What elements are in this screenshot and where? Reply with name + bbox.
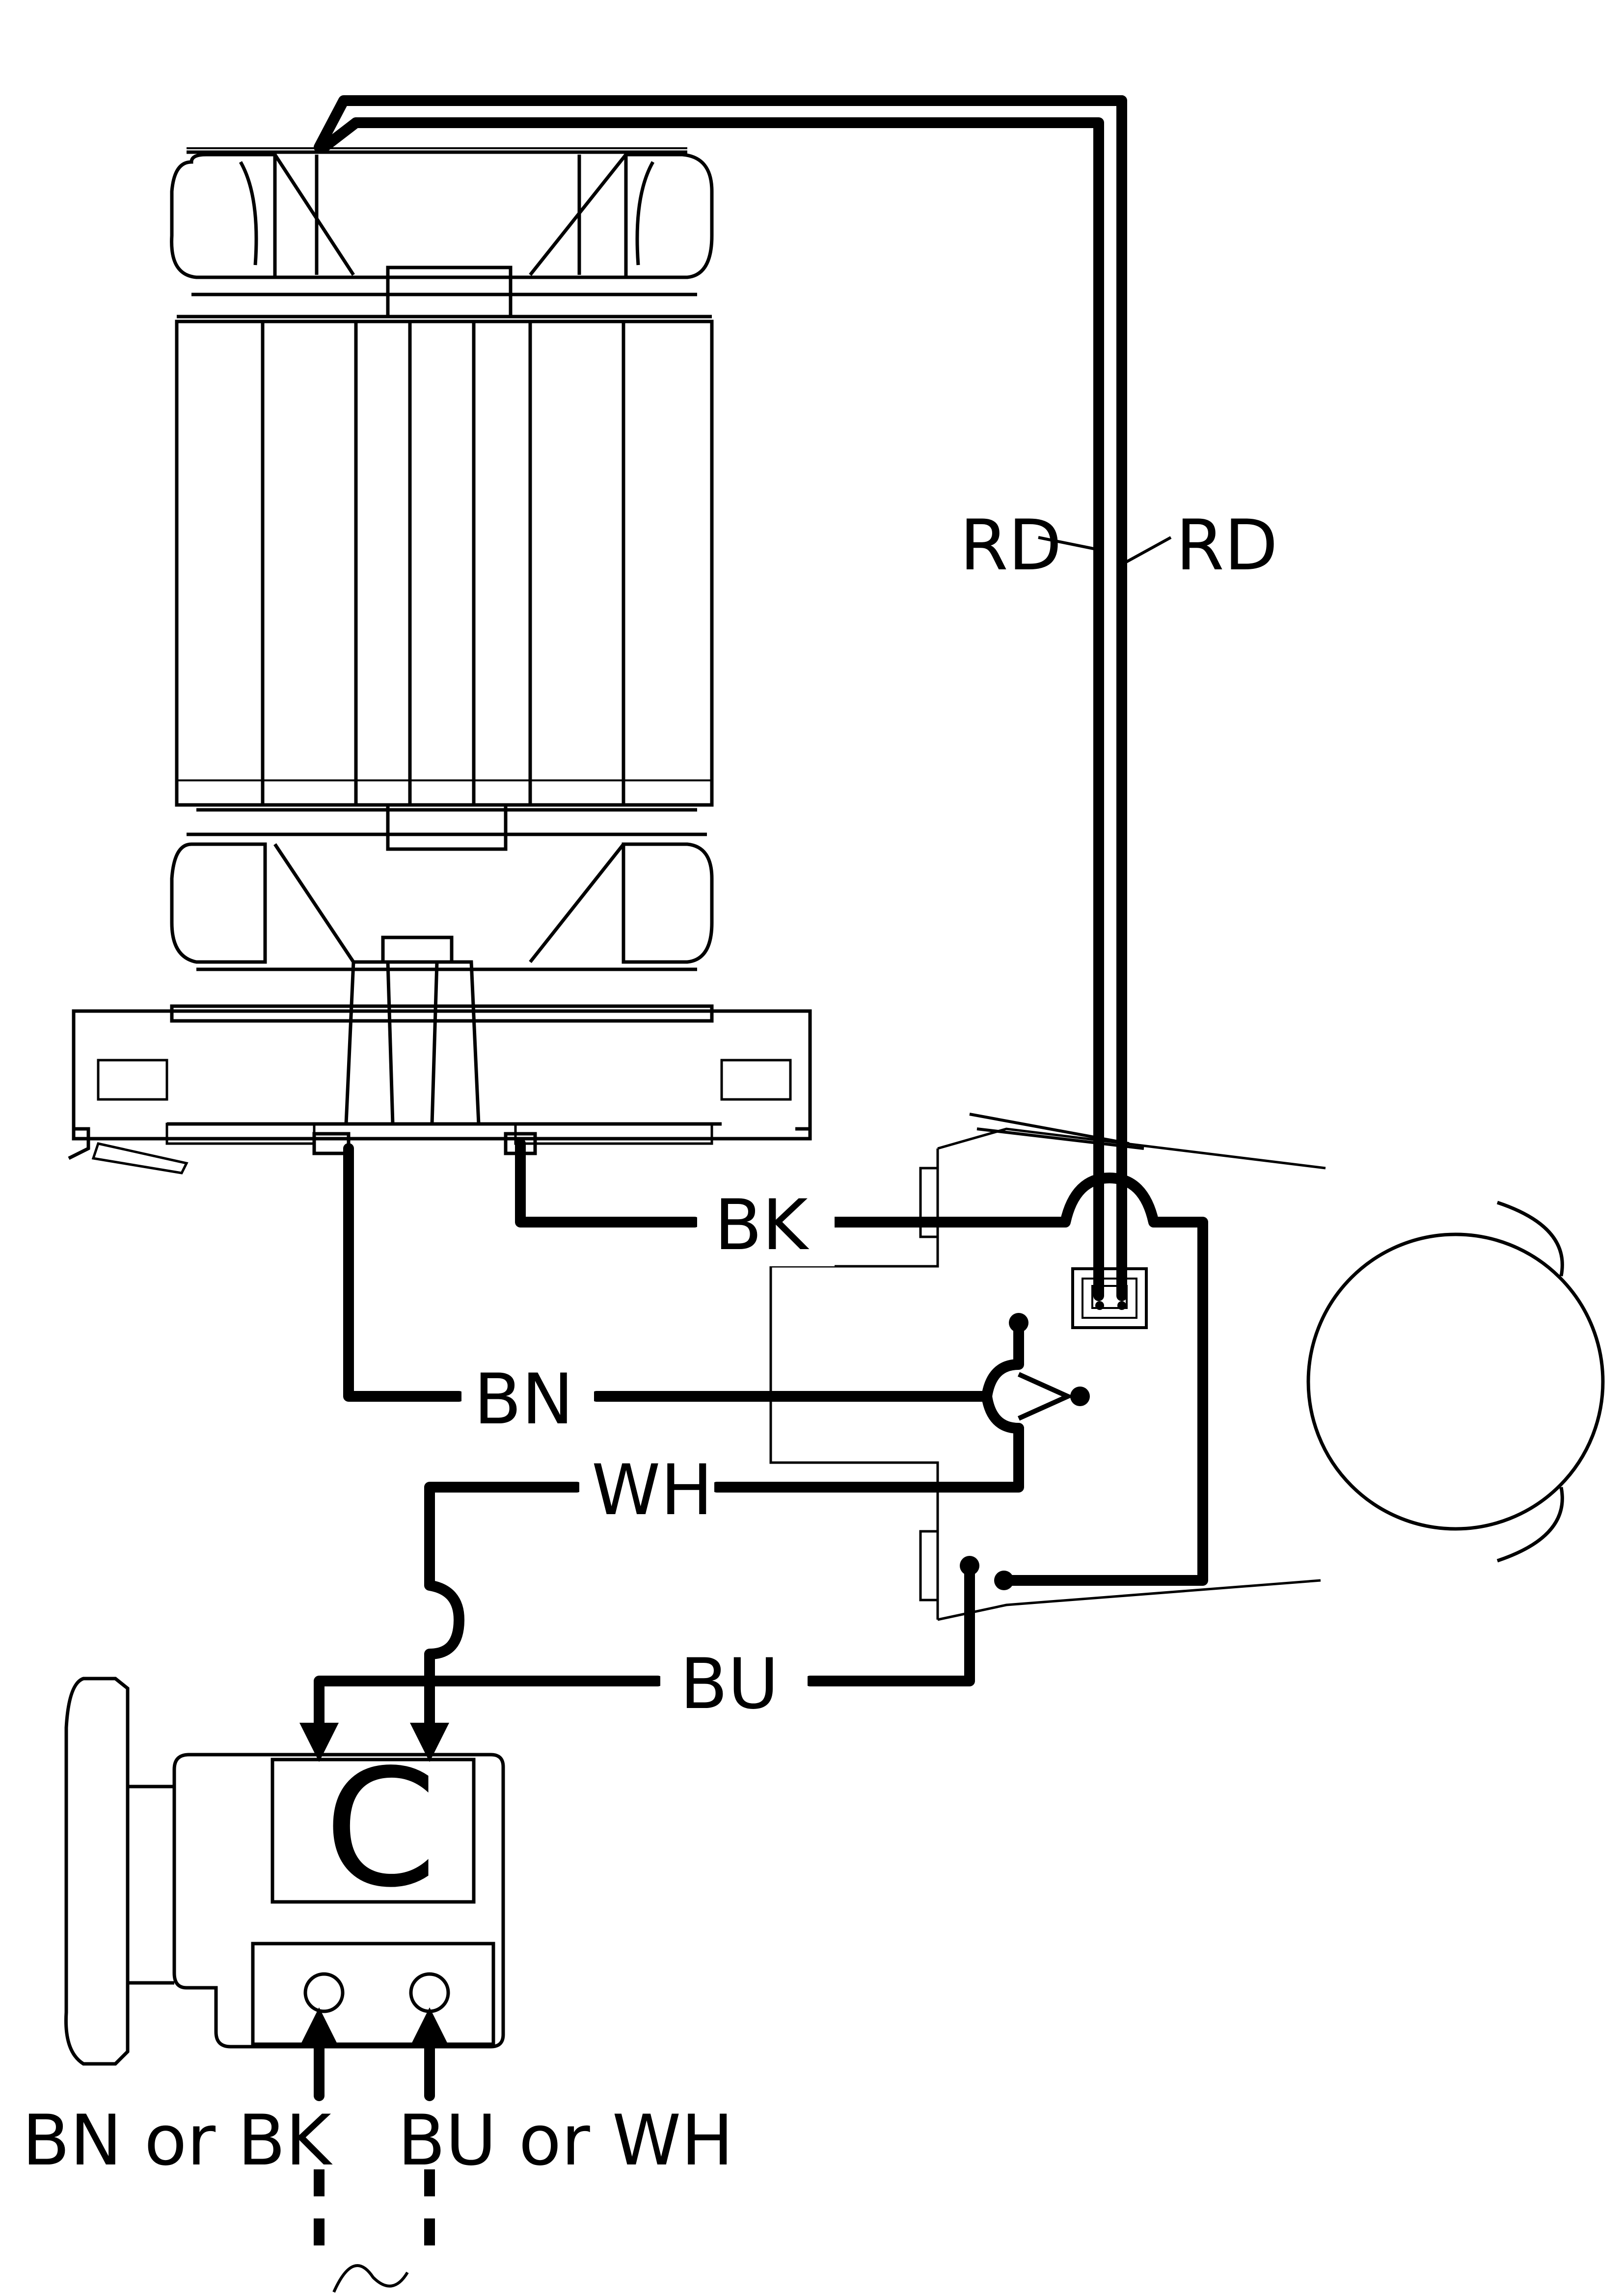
motor-top-left-cap [170, 153, 277, 279]
terminal-dots [960, 1301, 1126, 1590]
arrowheads [299, 1372, 1074, 2047]
motor-base [72, 1009, 812, 1141]
terminal-dot [994, 1571, 1014, 1590]
label-bn: BN [474, 1359, 574, 1440]
label-supply-left: BN or BK [22, 2100, 333, 2181]
capacitor-body [172, 1753, 505, 2049]
label-bu: BU [680, 1644, 779, 1725]
motor-top-right-cap [624, 153, 714, 279]
wire-bn-left [343, 1143, 464, 1402]
capacitor-terminal [409, 1972, 450, 2013]
arrow-supply-left-up [299, 2007, 339, 2047]
switch-knob [1306, 1201, 1605, 1563]
terminal-dot [960, 1556, 979, 1575]
terminal-dot [1070, 1387, 1090, 1406]
label-wh: WH [592, 1450, 713, 1531]
motor-bottom-right-cap [622, 842, 714, 964]
wire-bk-left [515, 1138, 700, 1228]
wires [314, 95, 1208, 2101]
label-bk: BK [714, 1185, 810, 1266]
capacitor-mount-tab [64, 1677, 130, 2066]
supply-dashed-leads [314, 2169, 435, 2258]
label-rd-left: RD [960, 505, 1062, 586]
wire-bu-right [805, 1563, 975, 1686]
label-rd-right: RD [1176, 505, 1278, 586]
wire-bk-right [829, 1173, 1208, 1586]
wire-bu-left [314, 1676, 663, 1748]
switch-contact-arrow [1017, 1372, 1074, 1421]
switch-bracket [769, 1113, 1326, 1621]
motor-hub [344, 960, 481, 1126]
capacitor-symbol-label: C [324, 1735, 437, 1923]
wire-bn-right [591, 1320, 1024, 1402]
terminal-dot [1009, 1313, 1028, 1333]
capacitor-terminal-block [251, 1942, 495, 2046]
wire-rd-inner [319, 117, 1104, 1301]
wire-wh-right [711, 1423, 1024, 1493]
supply-cable-squiggle [332, 2264, 409, 2293]
capacitor-terminal [303, 1972, 345, 2013]
capacitor-label-panel [270, 1758, 476, 1904]
wire-wh-left [424, 1482, 582, 1748]
arrow-supply-right-up [410, 2007, 449, 2047]
capacitor [64, 1677, 505, 2066]
rd-leaders [1038, 536, 1172, 566]
rd-connector [1071, 1267, 1148, 1329]
motor-assembly [68, 147, 812, 1175]
arrow-bu-down [299, 1723, 339, 1762]
wire-rd-outer [314, 95, 1127, 1301]
motor-bottom-left-cap [170, 842, 267, 964]
motor-stator [175, 320, 714, 807]
label-supply-right: BU or WH [398, 2100, 733, 2181]
arrow-wh-down [410, 1723, 449, 1762]
